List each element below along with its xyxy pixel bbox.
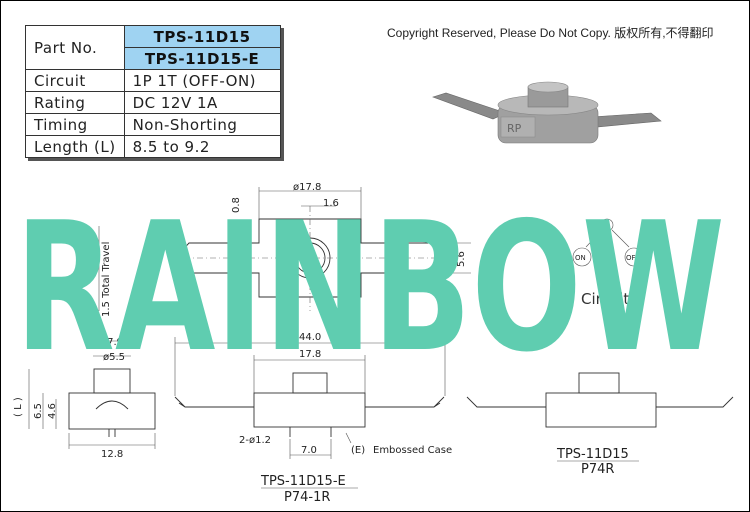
dim-h1: 6.5 [33,403,44,419]
rainbow-watermark: RAINBOW [15,184,725,391]
spec-label: Circuit [25,69,125,92]
dim-height: 0.8 [231,197,242,213]
front-view-e: 44.0 17.8 2-ø1.2 7.0 (E) Embossed Case [174,332,452,459]
dim-d1: ø7.9 [101,337,123,348]
circuit-diagram: ON OFF Circuit [572,218,644,308]
embossed-note: Embossed Case [373,445,452,456]
part-no-value: TPS-11D15 [123,25,281,48]
table-row: Rating DC 12V 1A [25,91,281,114]
dim-travel: 1.5 Total Travel [101,242,112,317]
table-row: TPS-11D15-E [26,47,281,70]
spec-label: Length (L) [25,135,125,158]
front-view-std [466,372,734,428]
product-marking: RP [507,122,522,135]
circuit-off: OFF [626,254,640,262]
product-render: RP [432,81,662,144]
model-e-code: P74-1R [284,490,330,505]
circuit-label: Circuit [581,290,629,308]
table-row: Circuit 1P 1T (OFF-ON) [25,69,281,92]
dim-width: 1.6 [323,198,339,209]
dim-pitch: 7.0 [301,445,317,456]
spec-table: Part No. TPS-11D15 TPS-11D15-E Circuit 1… [25,25,281,158]
model-captions: TPS-11D15-E P74-1R TPS-11D15 P74R [260,447,639,505]
terminal-right [590,112,662,128]
copyright-notice: Copyright Reserved, Please Do Not Copy. … [387,26,714,40]
model-e-name: TPS-11D15-E [260,474,346,489]
spec-label: Rating [25,91,125,114]
circuit-on: ON [575,254,586,262]
dim-width: 12.8 [101,449,123,460]
terminal-left [432,92,507,120]
dim-holes: 2-ø1.2 [239,435,271,446]
dim-d2: ø5.5 [103,352,125,363]
dim-overall: 44.0 [299,332,321,343]
table-row: Length (L) 8.5 to 9.2 [25,135,281,158]
part-no-value: TPS-11D15-E [123,47,281,70]
table-row: Part No. TPS-11D15 [25,25,281,70]
spec-value: 8.5 to 9.2 [123,135,281,158]
model-std-name: TPS-11D15 [556,447,629,462]
model-std-code: P74R [581,462,614,477]
embossed-mark: (E) [351,445,365,456]
dim-h2: 4.6 [47,403,58,419]
dim-body: 17.8 [299,349,321,360]
top-view: ø17.8 1.6 0.8 5.6 1.5 Total Travel [98,182,471,317]
dim-slot: 5.6 [456,251,467,267]
dim-diameter: ø17.8 [293,182,321,193]
dim-l: ( L ) [13,397,24,417]
side-view: ø7.9 ø5.5 ( L ) 6.5 4.6 12.8 [13,337,156,460]
part-no-label: Part No. [25,25,125,70]
spec-value: 1P 1T (OFF-ON) [123,69,281,92]
